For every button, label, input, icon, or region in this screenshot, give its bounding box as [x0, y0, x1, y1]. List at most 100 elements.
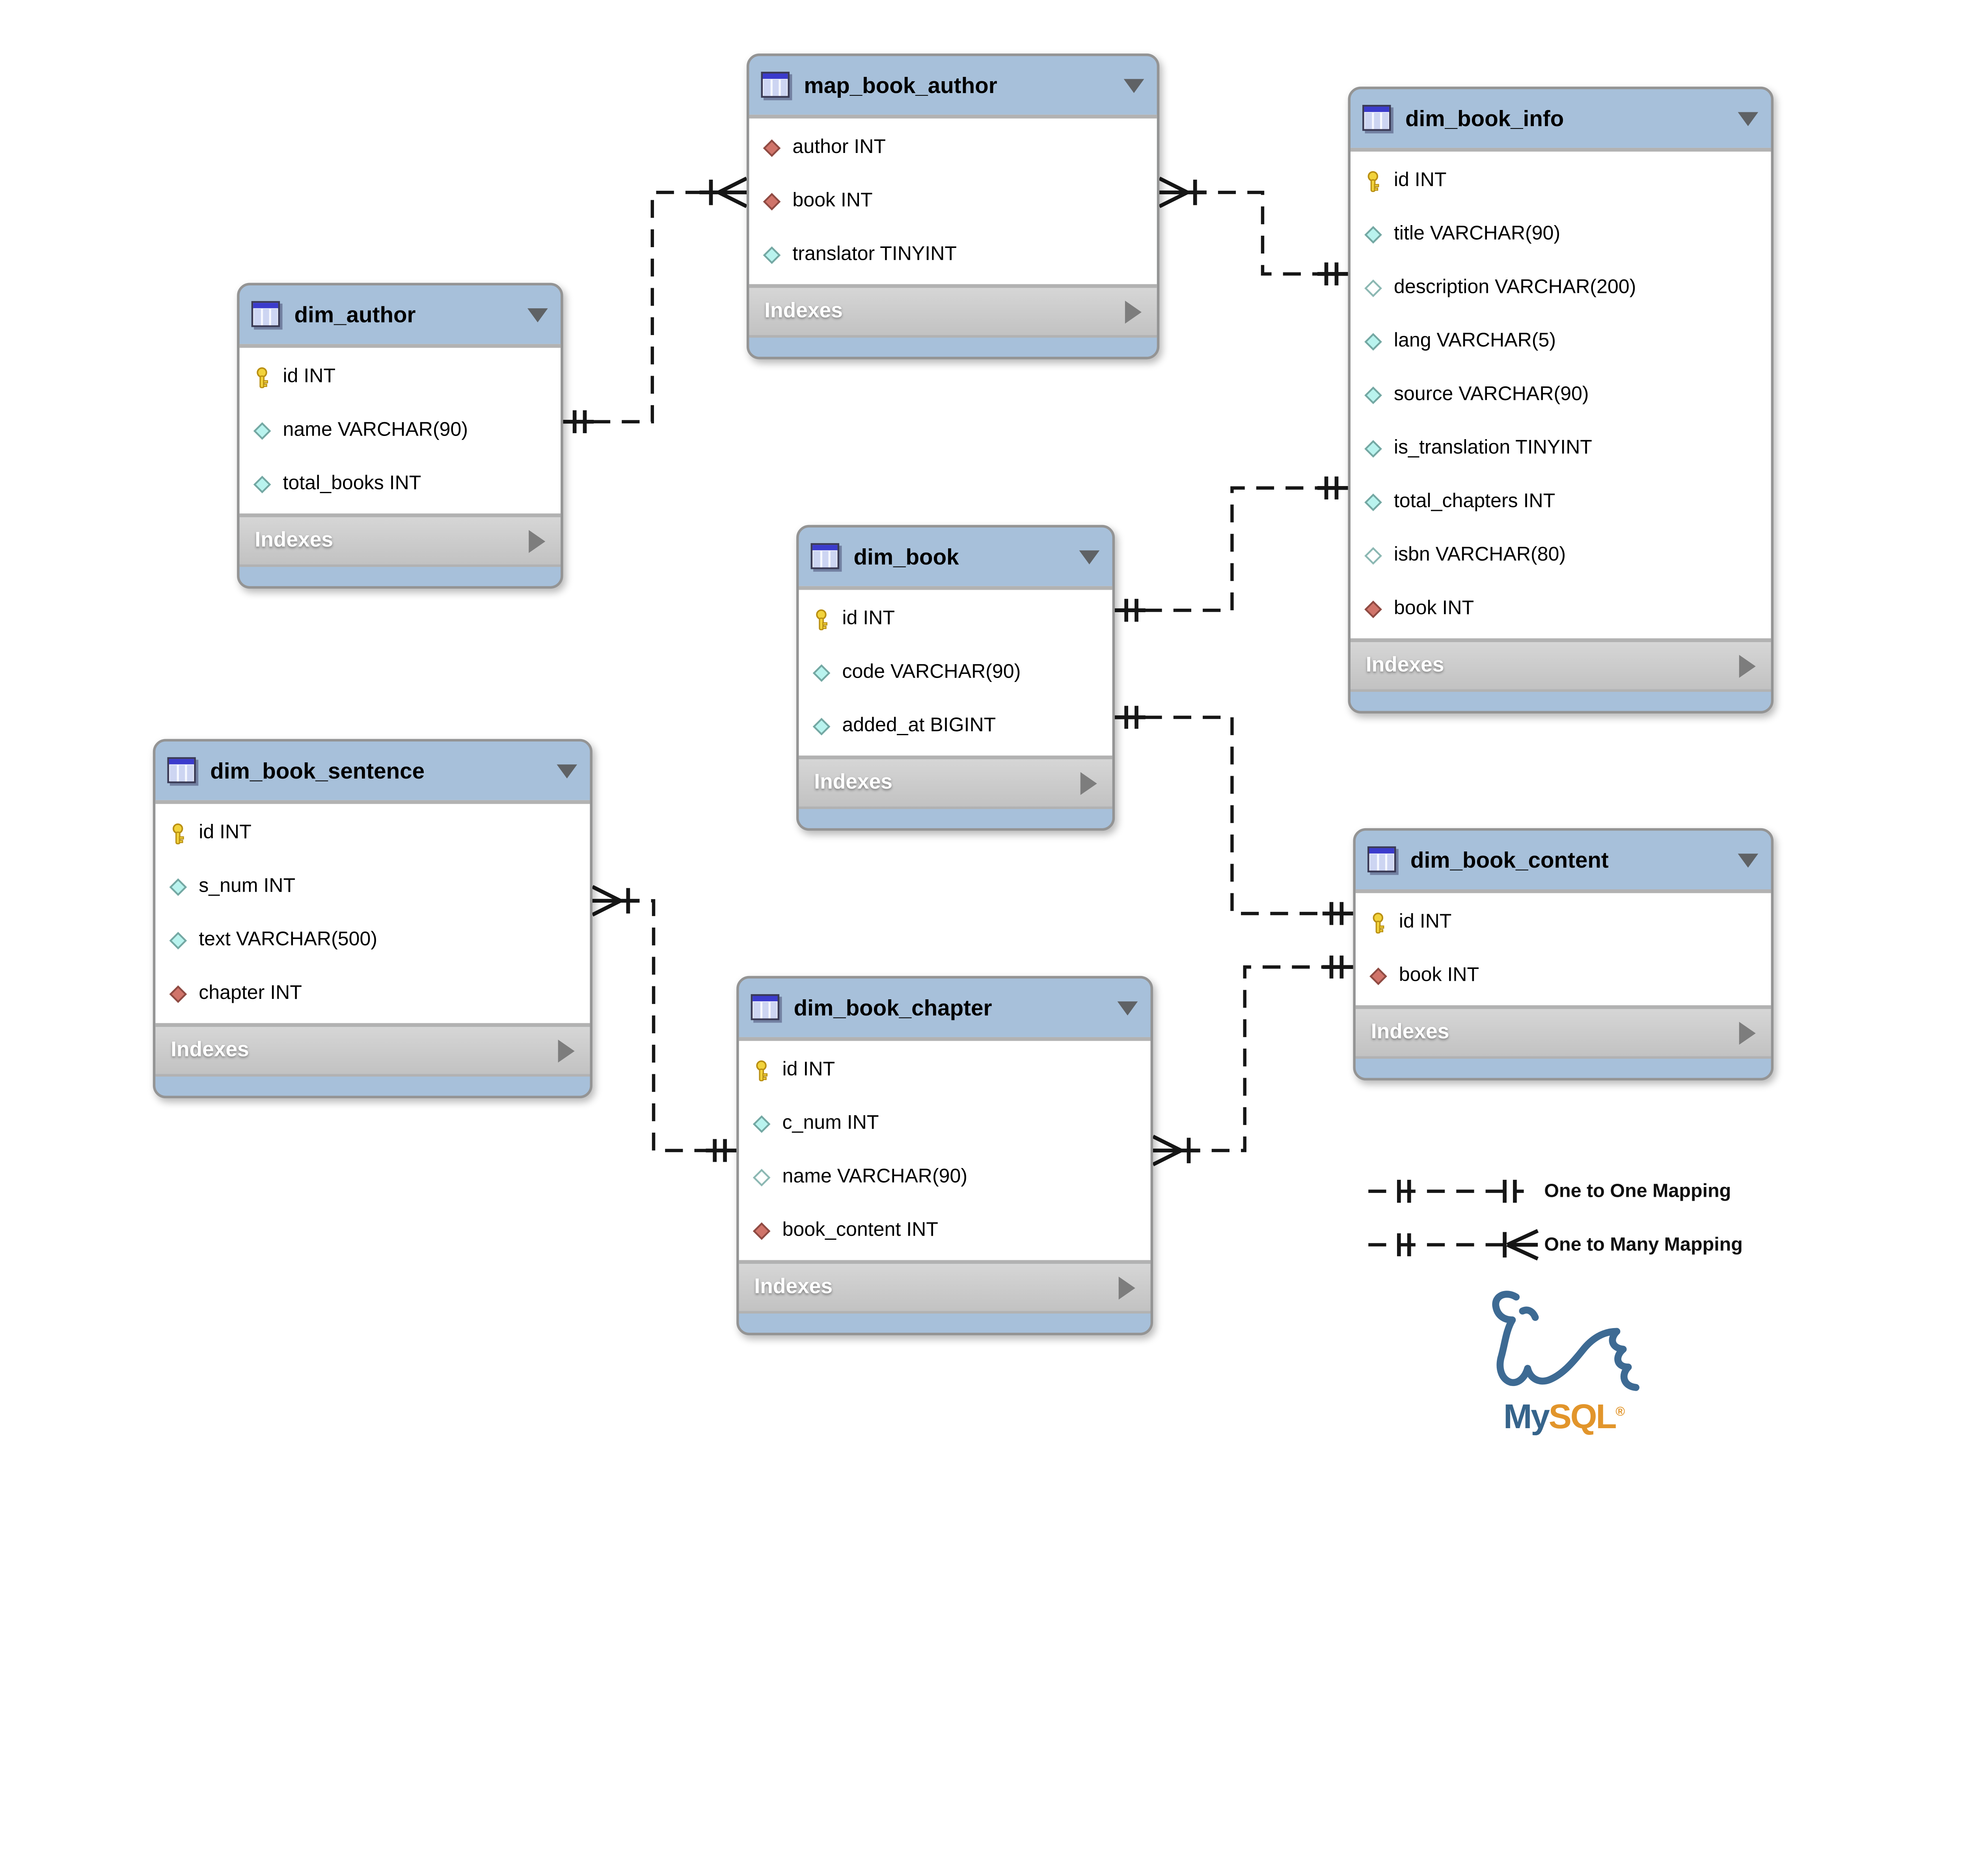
field-row[interactable]: translator TINYINT — [749, 228, 1157, 282]
not-null-column-icon — [1363, 224, 1384, 245]
field-label: id INT — [1393, 169, 1447, 191]
field-row[interactable]: book INT — [1351, 582, 1771, 636]
indexes-row[interactable]: Indexes — [239, 517, 561, 564]
indexes-row[interactable]: Indexes — [1350, 642, 1771, 689]
table-columns: id INT name VARCHAR(90) total_books INT — [239, 344, 561, 518]
table-footer — [799, 806, 1112, 828]
indexes-row[interactable]: Indexes — [799, 759, 1112, 807]
field-row[interactable]: id INT — [1351, 154, 1771, 208]
table-footer — [749, 335, 1157, 357]
table-header[interactable]: dim_book_info — [1351, 89, 1771, 148]
table-header[interactable]: dim_book_sentence — [155, 741, 590, 800]
chevron-down-icon[interactable] — [1079, 550, 1100, 564]
relationship-map_book_author-to-dim_book_info — [1159, 190, 1348, 276]
registered-trademark-icon: ® — [1615, 1405, 1625, 1420]
field-row[interactable]: id INT — [240, 350, 561, 404]
field-row[interactable]: id INT — [155, 807, 590, 860]
field-row[interactable]: book INT — [1356, 949, 1771, 1003]
one-marker — [706, 1139, 737, 1162]
field-row[interactable]: description VARCHAR(200) — [1351, 261, 1771, 315]
field-label: source VARCHAR(90) — [1393, 383, 1589, 405]
field-row[interactable]: name VARCHAR(90) — [739, 1151, 1151, 1204]
field-label: id INT — [199, 822, 251, 844]
field-row[interactable]: name VARCHAR(90) — [240, 404, 561, 458]
field-row[interactable]: code VARCHAR(90) — [799, 646, 1112, 700]
indexes-row[interactable]: Indexes — [749, 288, 1157, 335]
field-label: text VARCHAR(500) — [199, 929, 378, 951]
indexes-row[interactable]: Indexes — [739, 1264, 1151, 1311]
field-row[interactable]: title VARCHAR(90) — [1351, 208, 1771, 261]
mysql-wordmark: MySQL® — [1488, 1397, 1679, 1436]
table-header[interactable]: dim_book — [799, 527, 1112, 586]
expand-right-icon[interactable] — [558, 1039, 575, 1062]
table-header[interactable]: dim_book_chapter — [739, 978, 1151, 1037]
expand-right-icon[interactable] — [1739, 1021, 1756, 1044]
field-label: is_translation TINYINT — [1393, 437, 1592, 459]
field-row[interactable]: author INT — [749, 121, 1157, 175]
indexes-row[interactable]: Indexes — [1355, 1009, 1771, 1056]
not-null-column-icon — [252, 473, 273, 495]
primary-key-icon — [752, 1059, 772, 1081]
expand-right-icon[interactable] — [1125, 300, 1142, 323]
table-dim_book_sentence[interactable]: dim_book_sentence id INT s_num INT text VA… — [153, 739, 592, 1099]
field-row[interactable]: id INT — [739, 1043, 1151, 1097]
chevron-down-icon[interactable] — [1738, 111, 1759, 126]
table-footer — [739, 1311, 1151, 1333]
field-row[interactable]: total_chapters INT — [1351, 475, 1771, 529]
field-label: name VARCHAR(90) — [283, 419, 468, 441]
one-marker — [1317, 262, 1348, 285]
chevron-down-icon[interactable] — [527, 307, 548, 322]
table-footer — [155, 1074, 590, 1096]
chevron-down-icon[interactable] — [1117, 1000, 1138, 1015]
field-label: lang VARCHAR(5) — [1393, 330, 1556, 352]
field-row[interactable]: book INT — [749, 175, 1157, 228]
field-row[interactable]: isbn VARCHAR(80) — [1351, 529, 1771, 582]
field-row[interactable]: total_books INT — [240, 457, 561, 511]
table-title: dim_author — [294, 301, 416, 327]
table-columns: id INT title VARCHAR(90)description VARCH… — [1350, 147, 1771, 642]
field-row[interactable]: is_translation TINYINT — [1351, 422, 1771, 475]
expand-right-icon[interactable] — [1739, 654, 1756, 677]
indexes-label: Indexes — [171, 1038, 249, 1062]
field-row[interactable]: book_content INT — [739, 1204, 1151, 1257]
relationship-dim_book-to-dim_book_info — [1115, 486, 1348, 612]
table-dim_book[interactable]: dim_book id INT code VARCHAR(90)added_at … — [796, 525, 1115, 831]
field-row[interactable]: id INT — [1356, 896, 1771, 949]
table-header[interactable]: dim_author — [240, 285, 561, 344]
chevron-down-icon[interactable] — [557, 764, 578, 778]
expand-right-icon[interactable] — [1118, 1276, 1135, 1299]
expand-right-icon[interactable] — [529, 529, 546, 553]
chevron-down-icon[interactable] — [1123, 78, 1144, 93]
field-label: id INT — [842, 607, 895, 630]
field-row[interactable]: text VARCHAR(500) — [155, 913, 590, 967]
field-label: id INT — [283, 365, 336, 387]
primary-key-icon — [168, 822, 189, 844]
primary-key-icon — [252, 366, 273, 388]
field-row[interactable]: s_num INT — [155, 860, 590, 914]
mysql-logo: MySQL® — [1488, 1289, 1679, 1434]
table-header[interactable]: map_book_author — [749, 56, 1157, 115]
expand-right-icon[interactable] — [1080, 771, 1097, 795]
field-row[interactable]: source VARCHAR(90) — [1351, 368, 1771, 422]
table-icon — [251, 301, 283, 329]
nullable-column-icon — [752, 1166, 772, 1188]
table-header[interactable]: dim_book_content — [1356, 831, 1771, 889]
field-row[interactable]: id INT — [799, 592, 1112, 646]
table-dim_book_info[interactable]: dim_book_info id INT title VARCHAR(90)des… — [1348, 86, 1774, 714]
chevron-down-icon[interactable] — [1738, 853, 1759, 867]
many-marker — [1152, 1135, 1200, 1166]
one-marker — [563, 410, 594, 433]
table-footer — [1350, 689, 1771, 711]
indexes-row[interactable]: Indexes — [155, 1027, 590, 1074]
field-row[interactable]: c_num INT — [739, 1097, 1151, 1151]
mysql-wordmark-my: My — [1503, 1397, 1550, 1436]
field-row[interactable]: added_at BIGINT — [799, 699, 1112, 753]
table-dim_author[interactable]: dim_author id INT name VARCHAR(90) total_b… — [237, 283, 563, 589]
field-row[interactable]: chapter INT — [155, 967, 590, 1021]
one-marker — [1322, 956, 1353, 979]
field-row[interactable]: lang VARCHAR(5) — [1351, 315, 1771, 368]
